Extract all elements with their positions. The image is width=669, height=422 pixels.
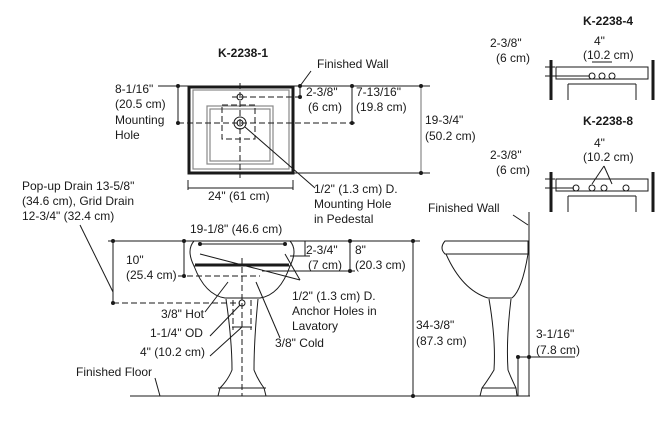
dim-text: (19.8 cm) xyxy=(356,100,407,114)
dim-text: (20.3 cm) xyxy=(355,258,406,272)
k2238-8-view xyxy=(545,165,655,212)
dim-text: in Pedestal xyxy=(314,212,373,226)
dim-text: (6 cm) xyxy=(308,100,342,114)
dim-text: (7.8 cm) xyxy=(536,343,580,357)
front-elevation xyxy=(108,239,530,398)
side-elevation xyxy=(441,212,575,397)
dim-text: 19-1/8" (46.6 cm) xyxy=(190,222,282,236)
dim-text: 2-3/8" xyxy=(306,85,338,99)
dim-text: Lavatory xyxy=(292,319,338,333)
dim-text: 2-3/8" xyxy=(490,36,522,50)
dim-text: (34.6 cm), Grid Drain xyxy=(22,194,134,208)
mounting-hole-dimension: 8-1/16" (20.5 cm) Mounting Hole xyxy=(115,82,166,142)
label-finished-floor: Finished Floor xyxy=(76,365,152,379)
dim-text: (6 cm) xyxy=(496,51,530,65)
dim-text: (20.5 cm) xyxy=(115,97,166,111)
leader-line xyxy=(299,70,312,87)
dim-text: Mounting xyxy=(115,113,164,127)
dim-text: 1/2" (1.3 cm) D. xyxy=(314,182,398,196)
dim-text: (10.2 cm) xyxy=(583,48,634,62)
title-k2238-1: K-2238-1 xyxy=(218,46,268,60)
title-k2238-8: K-2238-8 xyxy=(583,114,633,128)
dim-text: 34-3/8" xyxy=(416,318,454,332)
dim-text: 12-3/4" (32.4 cm) xyxy=(22,209,114,223)
dim-text: (87.3 cm) xyxy=(416,334,467,348)
dim-text: 1/2" (1.3 cm) D. xyxy=(292,289,376,303)
title-k2238-4: K-2238-4 xyxy=(583,14,633,28)
dim-text: (50.2 cm) xyxy=(425,129,476,143)
dim-text: 1-1/4" OD xyxy=(150,326,203,340)
leader-line xyxy=(512,214,529,226)
top-view xyxy=(158,83,430,190)
dim-text: (10.2 cm) xyxy=(583,150,634,164)
dim-text: 24" (61 cm) xyxy=(208,189,270,203)
dim-text: 10" xyxy=(126,253,144,267)
dim-text: 2-3/4" xyxy=(306,243,338,257)
dim-text: 8-1/16" xyxy=(115,82,153,96)
dim-text: 7-13/16" xyxy=(356,85,401,99)
dim-text: Mounting Hole xyxy=(314,197,392,211)
leader-line xyxy=(79,224,114,293)
dim-text: 3/8" Hot xyxy=(161,307,205,321)
dim-text: 3-1/16" xyxy=(536,327,574,341)
dim-text: (25.4 cm) xyxy=(126,268,177,282)
dim-text: 3/8" Cold xyxy=(275,336,324,350)
label-finished-wall-top: Finished Wall xyxy=(317,57,389,71)
k2238-4-view xyxy=(545,60,655,100)
dim-text: 4" (10.2 cm) xyxy=(140,345,205,359)
dim-text: (6 cm) xyxy=(496,163,530,177)
dim-text: 4" xyxy=(594,136,605,150)
dim-text: 19-3/4" xyxy=(425,113,463,127)
label-finished-wall-side: Finished Wall xyxy=(428,201,500,215)
dim-text: Pop-up Drain 13-5/8" xyxy=(22,179,134,193)
dim-text: Hole xyxy=(115,128,140,142)
dim-text: (7 cm) xyxy=(308,258,342,272)
dim-text: Anchor Holes in xyxy=(292,304,377,318)
dim-text: 8" xyxy=(355,243,366,257)
dim-text: 2-3/8" xyxy=(490,148,522,162)
dim-text: 4" xyxy=(594,34,605,48)
